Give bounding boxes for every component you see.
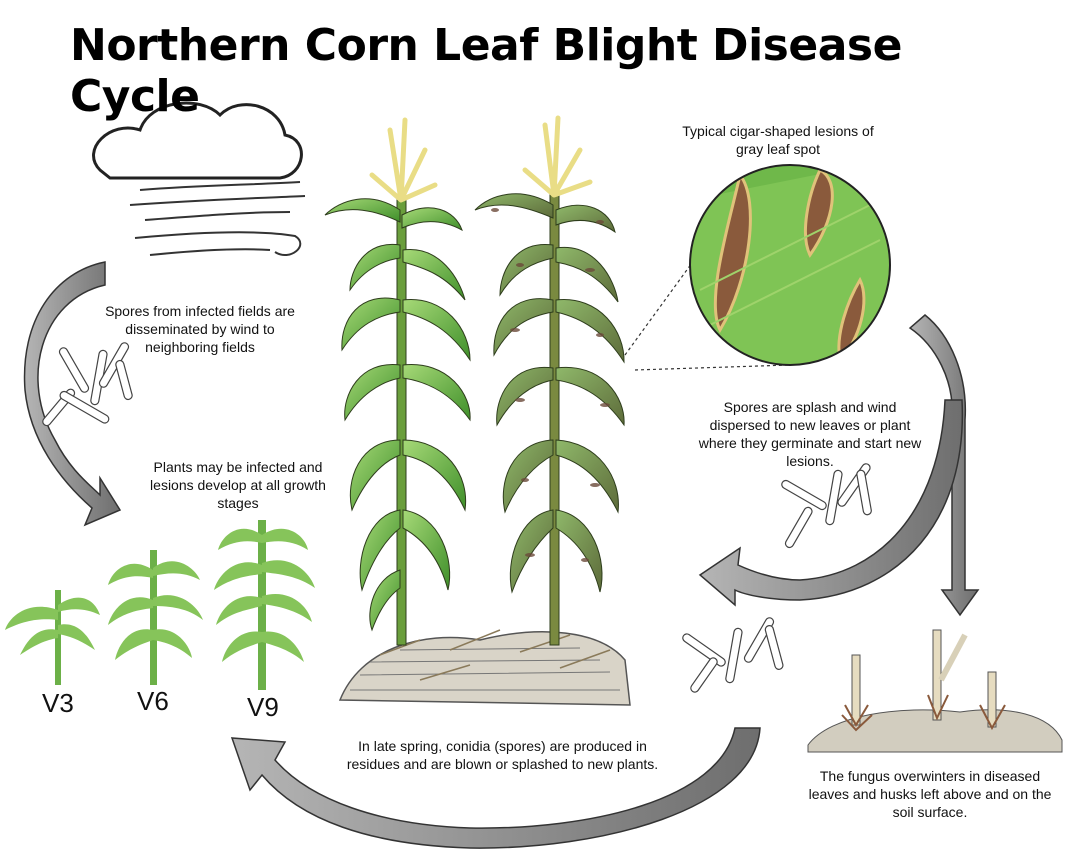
magnifier-circle-icon (689, 164, 891, 366)
stage-label-v6: V6 (137, 686, 169, 716)
cloud-icon (92, 101, 303, 180)
caption-overwinter: The fungus overwinters in diseased leave… (808, 768, 1052, 820)
arrow-to-plants (698, 399, 964, 607)
arrow-to-overwinter (908, 314, 980, 617)
diagram-title: Northern Corn Leaf Blight Disease Cycle (70, 20, 902, 122)
spores-icon (781, 463, 872, 549)
seedling-v3 (5, 590, 100, 685)
arrow-wind-to-seedlings (23, 261, 122, 527)
spores-icon (682, 617, 784, 693)
residue-mound (338, 629, 631, 706)
seedling-v6 (108, 550, 203, 685)
callout-lines (624, 244, 791, 371)
stage-label-v9: V9 (247, 692, 279, 722)
stage-label-v3: V3 (42, 688, 74, 718)
wind-lines-icon (129, 181, 306, 256)
caption-lesion-callout: Typical cigar-shaped lesions of gray lea… (682, 123, 874, 157)
overwinter-residue (807, 629, 1063, 753)
diseased-corn-plant (474, 115, 625, 646)
seedling-v9 (214, 520, 315, 690)
caption-splash-spread: Spores are splash and wind dispersed to … (698, 399, 922, 469)
spores-icon (42, 342, 133, 427)
caption-late-spring: In late spring, conidia (spores) are pro… (346, 738, 659, 772)
arrow-to-seedlings (230, 727, 761, 849)
caption-wind-spread: Spores from infected fields are dissemin… (105, 303, 295, 355)
caption-growth-stages: Plants may be infected and lesions devel… (150, 459, 326, 511)
healthy-corn-plant (324, 117, 471, 646)
